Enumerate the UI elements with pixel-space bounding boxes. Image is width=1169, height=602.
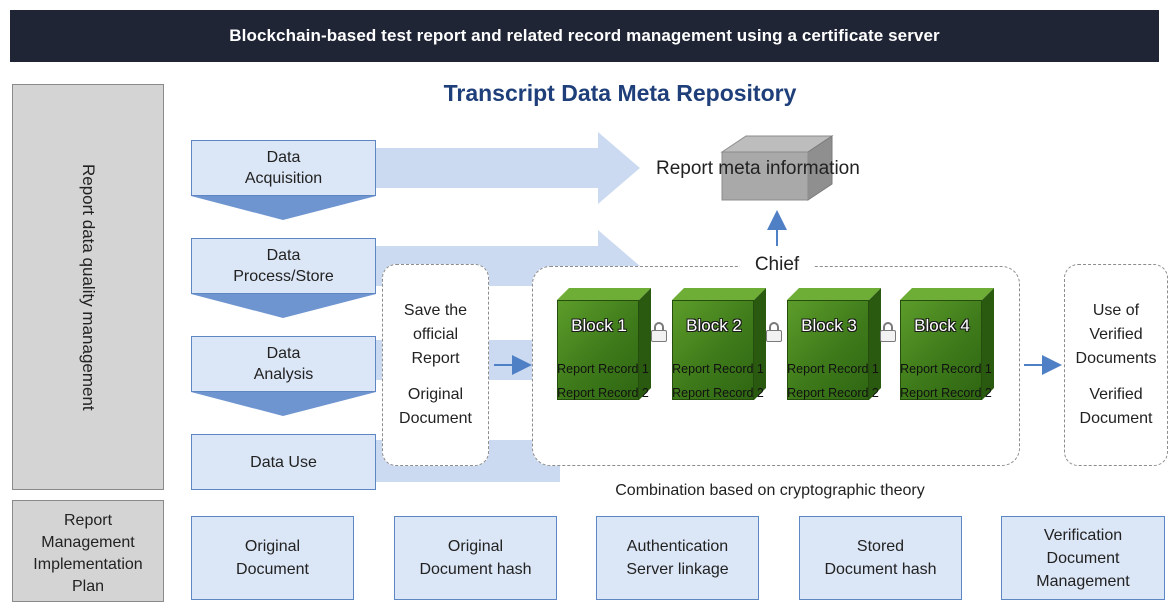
block-4: Block 4 Report Record 1 Report Record 2 [900,288,994,400]
bottom-line: Original [447,538,504,555]
bottom-line: Verification [1043,526,1123,544]
block-record: Report Record 2 [900,386,992,400]
block-front-face [557,300,639,400]
bottom-line: Document [1046,549,1120,567]
step-data-acquisition: Data Acquisition [191,140,376,196]
save-line: Original [407,386,464,403]
block-record: Report Record 2 [787,386,879,400]
bottom-line: Server linkage [626,561,729,578]
bottom-line: Document [236,561,309,578]
block-record: Report Record 2 [557,386,649,400]
plan-line: Implementation [33,556,143,573]
block-top-face [672,288,766,300]
step-data-use: Data Use [191,434,376,490]
step-data-process-store: Data Process/Store [191,238,376,294]
step-line: Data [266,149,301,166]
save-line: Save the [403,302,468,319]
bottom-line: Authentication [626,538,729,555]
lock-body [880,330,896,342]
step-line: Process/Store [233,268,334,285]
block-top-face [900,288,994,300]
block-record: Report Record 2 [672,386,764,400]
chevron-analysis [191,392,376,416]
lock-body [766,330,782,342]
plan-line: Management [41,534,135,551]
block-top-face [557,288,651,300]
lock-icon [766,322,782,342]
block-front-face [672,300,754,400]
step-line: Data Use [250,453,317,471]
combination-label: Combination based on cryptographic theor… [615,482,925,499]
lock-shackle [769,322,779,332]
lock-shackle [654,322,664,332]
verified-documents-box: Use of Verified Documents Verified Docum… [1064,264,1168,466]
block-name: Block 4 [914,316,970,335]
block-top-face [787,288,881,300]
bottom-line: Stored [856,538,905,555]
implementation-plan-label: Report Management Implementation Plan [12,500,164,602]
flow-arrow-acquisition [376,132,640,204]
block-name: Block 1 [571,316,627,335]
block-name: Block 3 [801,316,857,335]
step-line: Analysis [253,366,314,383]
step-line: Data [266,247,301,264]
bottom-authentication-server: Authentication Server linkage [596,516,759,600]
block-record: Report Record 1 [557,362,649,376]
lock-shackle [883,322,893,332]
use-line: Use of [1092,302,1140,319]
lock-body [651,330,667,342]
block-record: Report Record 1 [672,362,764,376]
bottom-verification-management: Verification Document Management [1001,516,1165,600]
use-line: Document [1079,410,1153,427]
block-name: Block 2 [686,316,742,335]
bottom-line: Original [244,538,301,555]
bottom-line: Document hash [419,561,532,578]
diagram-title-bar: Blockchain-based test report and related… [10,10,1159,62]
block-2: Block 2 Report Record 1 Report Record 2 [672,288,766,400]
report-meta-label: Report meta information [656,158,860,179]
bottom-line: Management [1036,572,1130,590]
use-line: Verified [1089,386,1143,403]
quality-management-text: Report data quality management [79,163,98,411]
step-line: Data [266,345,301,362]
block-1: Block 1 Report Record 1 Report Record 2 [557,288,651,400]
bottom-stored-document-hash: Stored Document hash [799,516,962,600]
save-official-report-box: Save the official Report Original Docume… [382,264,489,466]
bottom-original-document: Original Document [191,516,354,600]
bottom-original-document-hash: Original Document hash [394,516,557,600]
lock-icon [880,322,896,342]
step-line: Acquisition [244,170,323,187]
block-front-face [787,300,869,400]
lock-icon [651,322,667,342]
block-front-face [900,300,982,400]
block-side-face [639,288,651,400]
save-line: official [412,326,459,343]
chevron-process [191,294,376,318]
quality-management-label: Report data quality management [12,84,164,490]
step-data-analysis: Data Analysis [191,336,376,392]
save-line: Report [411,350,460,367]
block-record: Report Record 1 [900,362,992,376]
chevron-acquisition [191,196,376,220]
use-line: Verified [1089,326,1143,343]
plan-line: Report [63,512,113,529]
save-line: Document [399,410,472,427]
block-record: Report Record 1 [787,362,879,376]
plan-line: Plan [71,578,105,595]
meta-cube [720,135,834,201]
use-line: Documents [1075,350,1157,367]
block-side-face [869,288,881,400]
block-side-face [982,288,994,400]
chief-label: Chief [740,248,814,282]
block-3: Block 3 Report Record 1 Report Record 2 [787,288,881,400]
bottom-line: Document hash [824,561,937,578]
diagram-title: Blockchain-based test report and related… [229,26,940,45]
repository-title: Transcript Data Meta Repository [443,80,797,106]
block-side-face [754,288,766,400]
